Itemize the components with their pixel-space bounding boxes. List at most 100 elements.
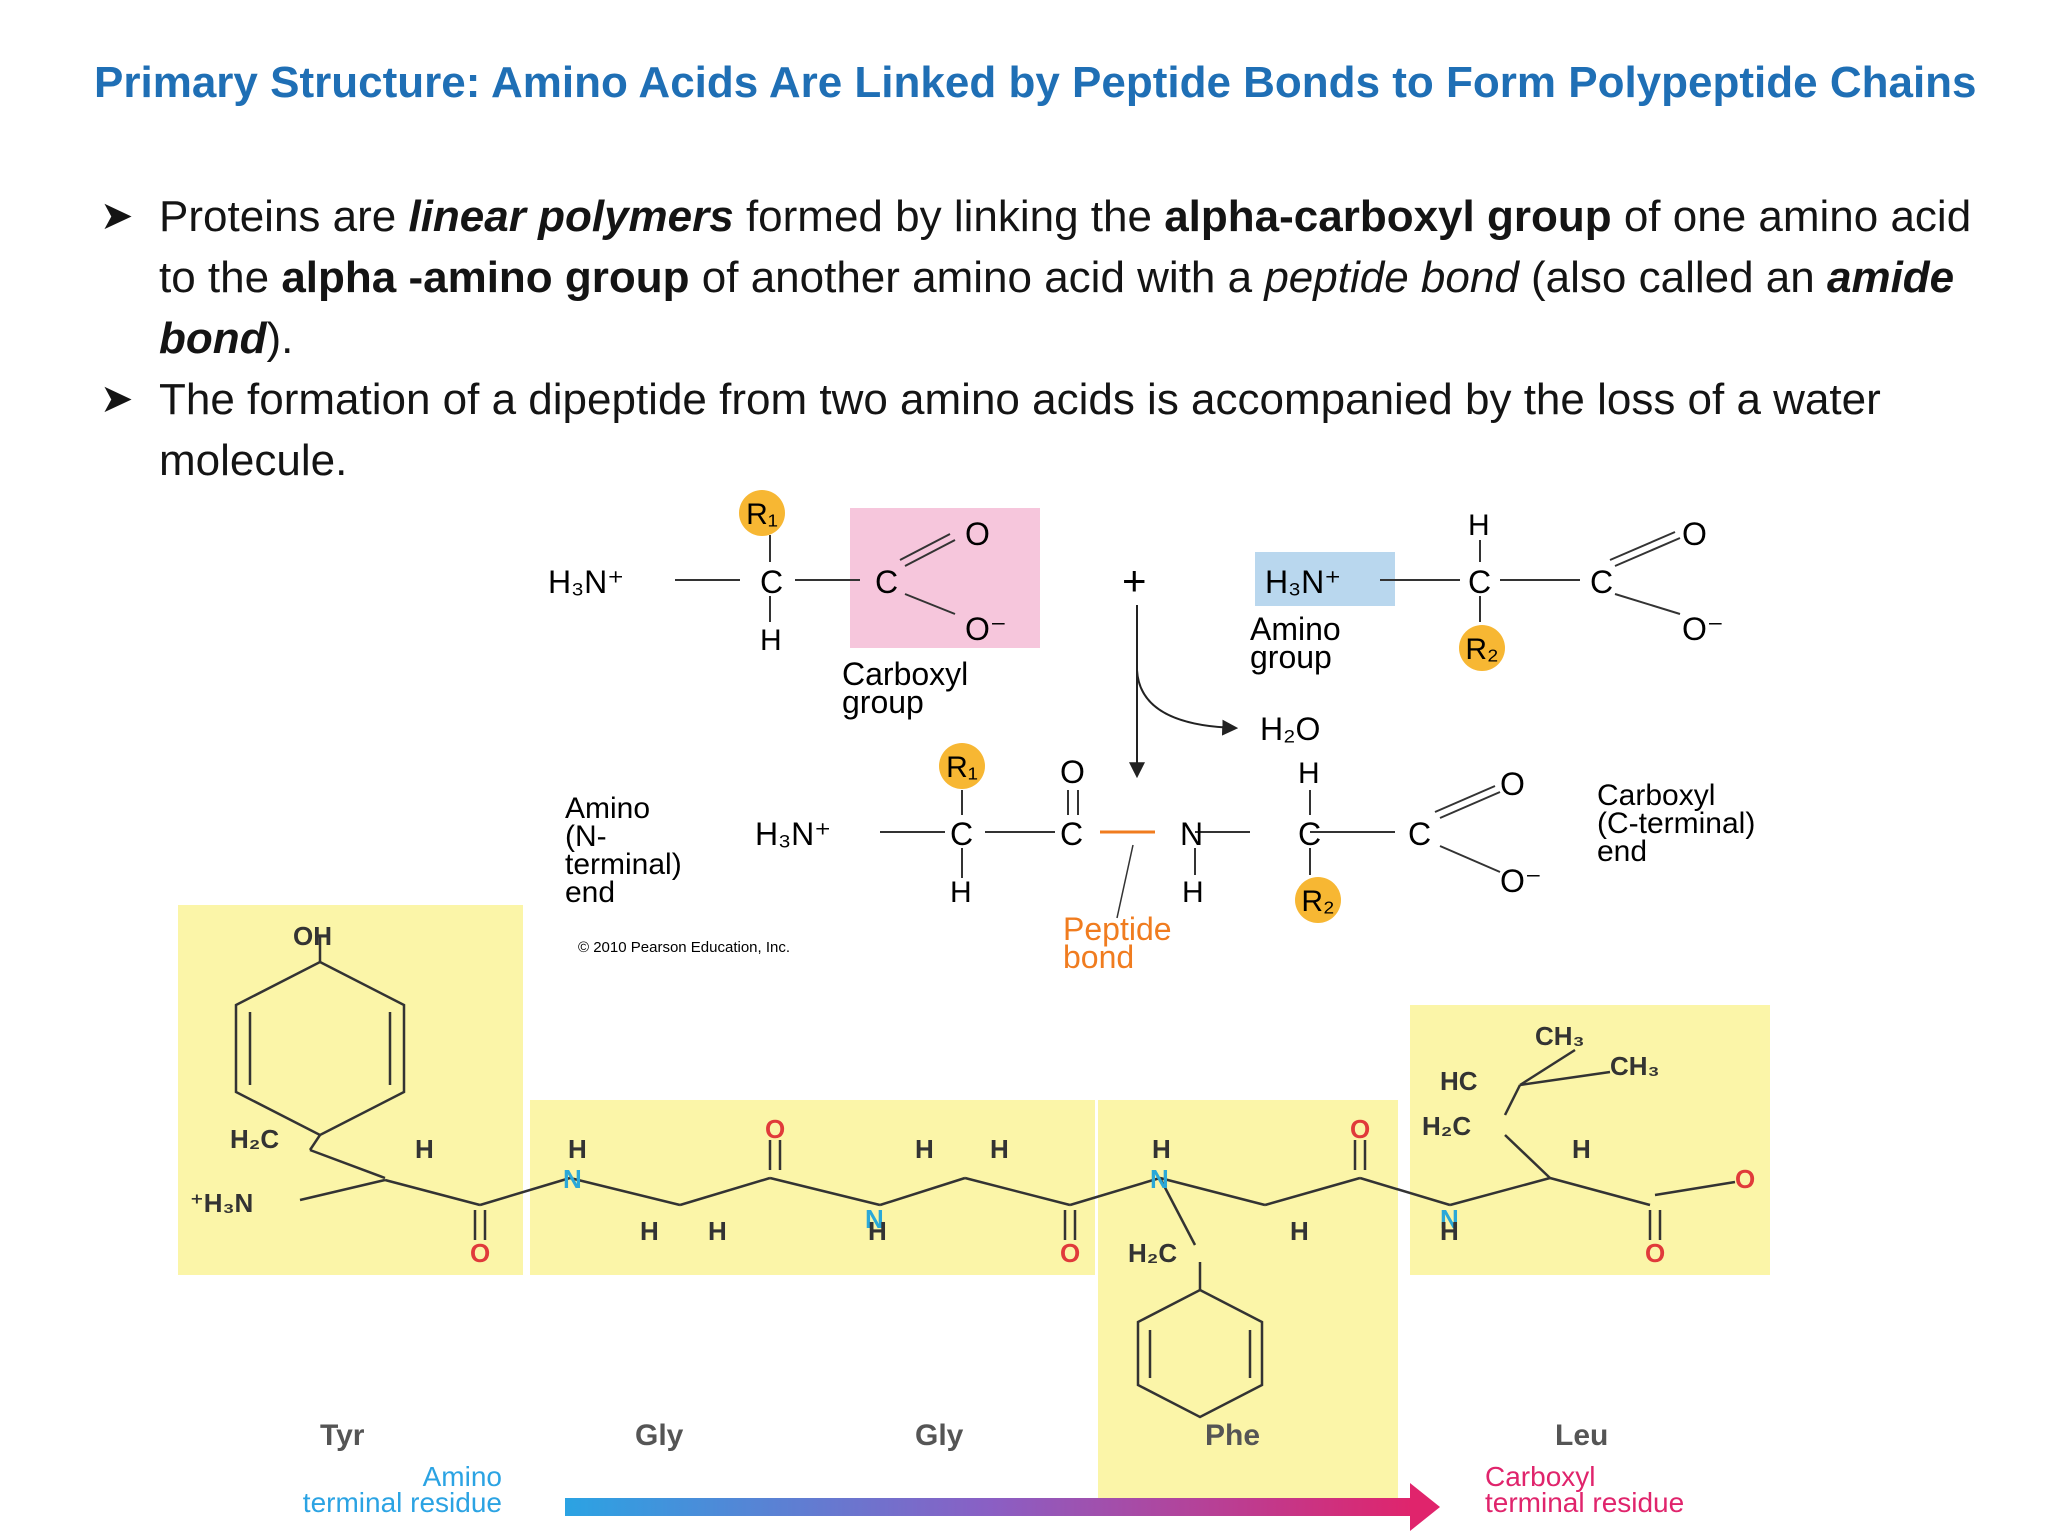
hydrogen-label: H: [568, 1134, 587, 1164]
hydrogen-label: H: [915, 1134, 934, 1164]
hydrogen-label: H: [1298, 757, 1320, 790]
oxygen-label: O: [1060, 1238, 1080, 1268]
copyright-text: © 2010 Pearson Education, Inc.: [578, 939, 790, 956]
water-label: H₂O: [1260, 711, 1320, 747]
carbon-label: C: [950, 816, 973, 852]
r2-label: R₂: [1301, 885, 1334, 918]
hydrogen-label: H: [640, 1216, 659, 1246]
hydrogen-label: H: [1440, 1216, 1459, 1246]
residue-label-tyr: Tyr: [320, 1419, 365, 1452]
hydrogen-label: H: [950, 876, 972, 909]
carbon-label: C: [1060, 816, 1083, 852]
carbon-label: C: [1408, 816, 1431, 852]
text-run: Proteins are: [159, 192, 409, 241]
amino-end-label: Amino: [565, 792, 650, 825]
carboxyl-end-label: Carboxyl: [1597, 779, 1715, 812]
dipeptide-bonds: [880, 785, 1501, 878]
text-run: formed by linking the: [733, 192, 1165, 241]
text-run-bold-italic: linear polymers: [408, 192, 734, 241]
carboxyl-end-label: (C-terminal): [1597, 807, 1755, 840]
methine-label: HC: [1440, 1066, 1478, 1096]
text-run-italic: peptide bond: [1264, 253, 1519, 302]
n-terminus-label: ⁺H₃N: [190, 1188, 253, 1218]
residue-labels: Tyr Gly Gly Phe Leu: [320, 1419, 1608, 1452]
peptide-bond-label: bond: [1063, 939, 1134, 975]
hydrogen-label: H: [1182, 876, 1204, 909]
amino-highlight: [1255, 552, 1395, 606]
peptide-bond-label: Peptide: [1063, 911, 1172, 947]
carboxyl-terminal-label: terminal residue: [1485, 1487, 1684, 1518]
amino-terminal-label: Amino: [423, 1461, 502, 1492]
direction-arrow-icon: [1410, 1483, 1440, 1531]
hydrogen-label: H: [1468, 509, 1490, 542]
nitrogen-label: N: [563, 1164, 582, 1194]
oxygen-label: O: [765, 1114, 785, 1144]
residue-label-gly: Gly: [915, 1419, 964, 1452]
r1-label: R₁: [946, 751, 978, 784]
hydrogen-label: H: [1290, 1216, 1309, 1246]
oxygen-label: O: [1682, 516, 1707, 552]
r1-label: R₁: [746, 498, 778, 531]
residue-label-gly: Gly: [635, 1419, 684, 1452]
amino-terminal-label: terminal residue: [303, 1487, 502, 1518]
r1-badge: [939, 743, 985, 789]
carboxyl-group-label: Carboxyl: [842, 656, 968, 692]
hydrogen-label: H: [415, 1134, 434, 1164]
oxygen-minus-label: O⁻: [1682, 611, 1724, 647]
hydroxyl-label: OH: [293, 921, 332, 951]
methylene-label: H₂C: [1422, 1111, 1471, 1141]
r2-label: R₂: [1465, 633, 1498, 666]
amino-acid-2: [1380, 531, 1681, 622]
nitrogen-label: N: [865, 1204, 884, 1234]
slide-title: Primary Structure: Amino Acids Are Linke…: [94, 58, 1977, 107]
arrow-bullet-icon: ➤: [100, 377, 134, 421]
methylene-label: H₂C: [230, 1124, 279, 1154]
amino-acid-1: [675, 508, 1040, 648]
carboxyl-carbon-label: C: [875, 564, 898, 600]
residue-label-leu: Leu: [1555, 1419, 1608, 1452]
text-run-bold-italic: amide bond: [159, 253, 1955, 363]
amino-group-label: Amino: [1250, 611, 1341, 647]
water-release-arrow-icon: [1136, 669, 1239, 736]
carbon-label: C: [1298, 816, 1321, 852]
amino-end-label: terminal): [565, 848, 682, 881]
text-run: ).: [266, 314, 294, 363]
text-run: of one amino acid to the: [159, 192, 1972, 302]
h3n-label: H₃N⁺: [548, 564, 624, 600]
oxygen-label: O: [1645, 1238, 1665, 1268]
r2-badge: [1295, 877, 1341, 923]
text-run-bold: alpha-carboxyl group: [1164, 192, 1612, 241]
oxygen-minus-label: O⁻: [1500, 863, 1542, 899]
amino-group-label: group: [1250, 639, 1332, 675]
methylene-label: H₂C: [1128, 1238, 1177, 1268]
bullet-list: ➤ Proteins are linear polymers formed by…: [100, 186, 2000, 491]
nitrogen-label: N: [1180, 816, 1203, 852]
direction-arrow-shaft: [565, 1498, 1415, 1516]
methyl-label: CH₃: [1610, 1051, 1660, 1081]
bullet-item: ➤ Proteins are linear polymers formed by…: [100, 186, 2000, 369]
text-run-bold: alpha -amino group: [281, 253, 690, 302]
oxygen-label: O: [470, 1238, 490, 1268]
residue-label-phe: Phe: [1205, 1419, 1260, 1452]
amino-end-label: (N-: [565, 820, 607, 853]
h3n-label: H₃N⁺: [755, 816, 831, 852]
text-run: The formation of a dipeptide from two am…: [159, 375, 1881, 485]
text-run: (also called an: [1518, 253, 1827, 302]
oxygen-label: O: [1350, 1114, 1370, 1144]
carboxyl-carbon-label: C: [1590, 564, 1613, 600]
hydrogen-label: H: [708, 1216, 727, 1246]
pentapeptide-highlights: [178, 905, 1770, 1512]
hydrogen-label: H: [868, 1216, 887, 1246]
alpha-carbon-label: C: [1468, 564, 1491, 600]
pentapeptide-atoms: OH H₂C ⁺H₃N H H N O H H O N H H H O H N …: [190, 921, 1755, 1268]
arrow-bullet-icon: ➤: [100, 194, 134, 238]
hydrogen-label: H: [1152, 1134, 1171, 1164]
oxygen-label: O: [1735, 1164, 1755, 1194]
nitrogen-label: N: [1150, 1164, 1169, 1194]
carboxyl-end-label: end: [1597, 835, 1647, 868]
carboxyl-highlight: [850, 508, 1040, 648]
alpha-carbon-label: C: [760, 564, 783, 600]
oxygen-minus-label: O⁻: [965, 611, 1007, 647]
r2-badge: [1459, 625, 1505, 671]
h3n-label: H₃N⁺: [1265, 564, 1341, 600]
